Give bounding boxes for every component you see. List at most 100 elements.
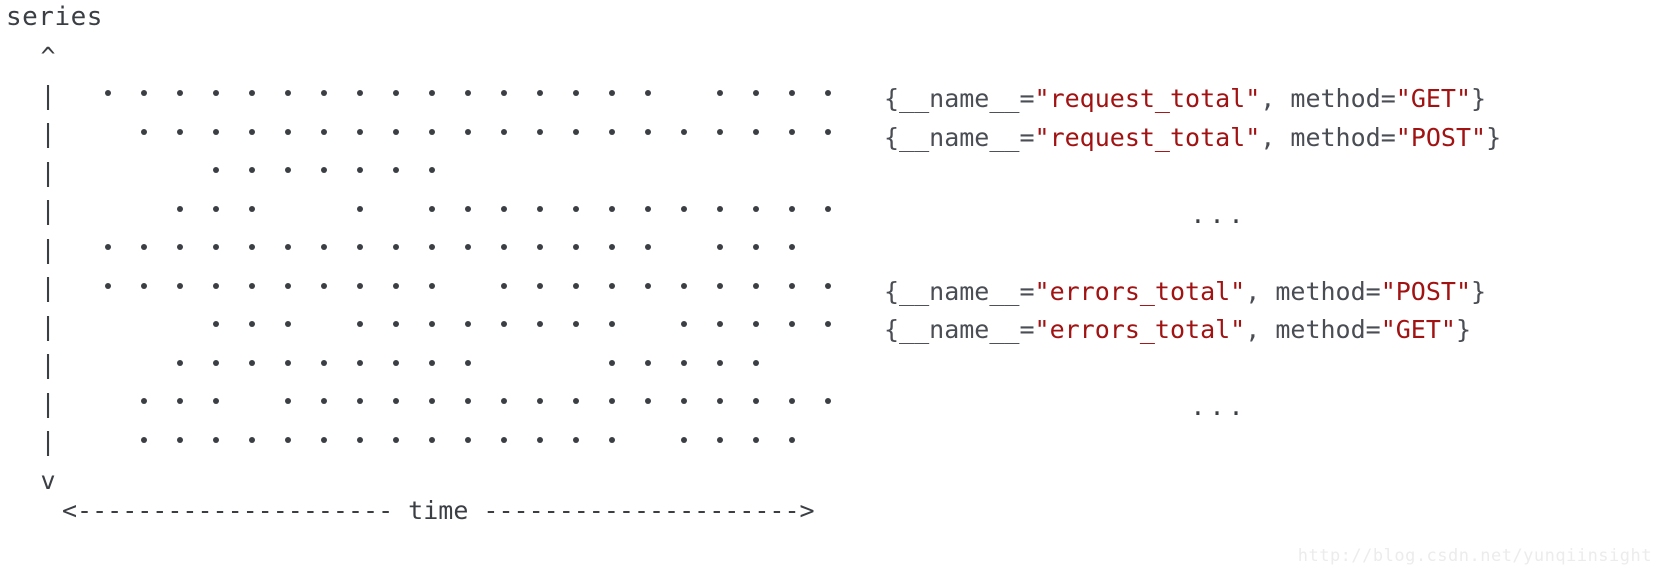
sample-dot: [321, 90, 327, 96]
sample-dot: [645, 90, 651, 96]
sample-dot: [609, 436, 615, 443]
y-axis-tick: |: [40, 196, 56, 225]
sample-dot: [681, 398, 687, 404]
series-row: [0, 196, 880, 235]
sample-dot: [285, 282, 291, 289]
sample-dot: [825, 205, 831, 212]
sample-dot: [717, 282, 723, 289]
sample-dot: [501, 398, 507, 404]
sample-dot: [645, 128, 651, 135]
sample-dot: [177, 205, 183, 212]
y-axis-tick: |: [40, 157, 56, 187]
y-axis-line: ^||||||||||v: [36, 38, 60, 500]
y-axis-tick: |: [40, 273, 56, 302]
sample-dot: [789, 436, 795, 443]
sample-dot: [393, 398, 399, 404]
sample-dot: [429, 321, 435, 327]
y-axis-tick: |: [40, 234, 56, 264]
sample-dot: [249, 436, 255, 443]
sample-dot: [681, 321, 687, 327]
sample-dot: [177, 282, 183, 289]
sample-dot: [681, 128, 687, 135]
metric-label-value: "POST": [1395, 122, 1487, 152]
y-axis-down-arrow: v: [40, 465, 56, 495]
sample-dot: [537, 244, 543, 250]
sample-dot: [285, 436, 291, 443]
sample-dot: [141, 282, 147, 289]
series-dot-grid: [0, 80, 880, 470]
sample-dot: [393, 436, 399, 443]
metric-label-key: , method=: [1260, 122, 1396, 152]
sample-dot: [249, 128, 255, 135]
sample-dot: [789, 244, 795, 250]
sample-dot: [177, 244, 183, 250]
sample-dot: [321, 359, 327, 366]
sample-dot: [609, 321, 615, 327]
sample-dot: [213, 398, 219, 404]
sample-dot: [213, 244, 219, 250]
sample-dot: [429, 244, 435, 250]
sample-dot: [393, 90, 399, 96]
sample-dot: [429, 398, 435, 404]
sample-dot: [537, 398, 543, 404]
sample-dot: [609, 244, 615, 250]
sample-dot: [321, 128, 327, 135]
series-row: [0, 234, 880, 273]
sample-dot: [753, 436, 759, 443]
sample-dot: [429, 205, 435, 212]
sample-dot: [465, 205, 471, 212]
metric-legend: {__name__="request_total", method="GET"}…: [884, 80, 1654, 470]
sample-dot: [249, 167, 255, 173]
sample-dot: [681, 359, 687, 366]
metric-name-key: {__name__=: [884, 315, 1035, 344]
sample-dot: [357, 90, 363, 96]
sample-dot: [573, 205, 579, 212]
sample-dot: [321, 244, 327, 250]
legend-ellipsis: ...: [1190, 392, 1248, 421]
metric-label-key: , method=: [1260, 84, 1396, 113]
sample-dot: [717, 321, 723, 327]
metric-label-value: "GET": [1395, 84, 1472, 113]
sample-dot: [681, 282, 687, 289]
sample-dot: [609, 128, 615, 135]
series-row: [0, 273, 880, 312]
sample-dot: [429, 90, 435, 96]
metric-label: {__name__="errors_total", method="POST"}: [884, 273, 1654, 312]
sample-dot: [177, 359, 183, 366]
sample-dot: [213, 321, 219, 327]
sample-dot: [645, 398, 651, 404]
sample-dot: [501, 244, 507, 250]
x-axis-line: <--------------------- time ------------…: [62, 496, 815, 525]
sample-dot: [285, 244, 291, 250]
series-row: [0, 388, 880, 427]
sample-dot: [645, 205, 651, 212]
sample-dot: [573, 244, 579, 250]
sample-dot: [573, 436, 579, 443]
legend-spacer: [884, 157, 1654, 196]
sample-dot: [429, 436, 435, 443]
sample-dot: [609, 205, 615, 212]
metric-name-value: "errors_total": [1034, 276, 1246, 306]
sample-dot: [141, 436, 147, 443]
sample-dot: [609, 398, 615, 404]
sample-dot: [717, 359, 723, 366]
sample-dot: [465, 128, 471, 135]
sample-dot: [393, 359, 399, 366]
sample-dot: [213, 359, 219, 366]
sample-dot: [753, 398, 759, 404]
series-row: [0, 157, 880, 196]
y-axis-tick: |: [40, 388, 56, 418]
sample-dot: [825, 128, 831, 135]
sample-dot: [537, 282, 543, 289]
sample-dot: [321, 282, 327, 289]
sample-dot: [609, 90, 615, 96]
sample-dot: [141, 244, 147, 250]
sample-dot: [717, 244, 723, 250]
sample-dot: [753, 321, 759, 327]
sample-dot: [249, 244, 255, 250]
sample-dot: [501, 128, 507, 135]
y-axis-tick: |: [40, 311, 56, 341]
sample-dot: [465, 359, 471, 366]
metric-name-value: "errors_total": [1034, 315, 1246, 344]
sample-dot: [393, 167, 399, 173]
